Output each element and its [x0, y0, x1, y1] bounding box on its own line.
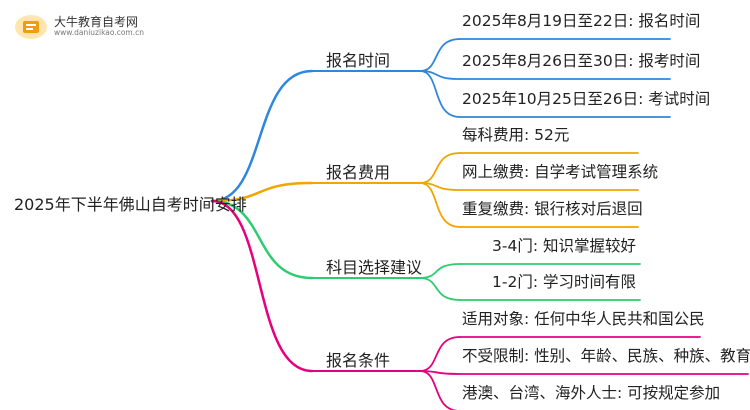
root-to-branch-connector — [210, 69, 314, 203]
branch-to-leaf-connector — [419, 277, 461, 301]
leaf-subjects-1-2: 1-2门: 学习时间有限 — [492, 273, 636, 291]
site-logo[interactable]: 大牛教育自考网 www.daniuzikao.com.cn — [14, 14, 144, 40]
branch-to-leaf-connector — [419, 152, 461, 184]
branch-to-leaf-connector — [419, 70, 461, 118]
root-to-branch-connector — [210, 181, 314, 203]
branch-to-leaf-connector — [419, 263, 461, 279]
root-to-branch-connector — [210, 199, 314, 280]
branch-to-leaf-connector — [419, 336, 461, 372]
branch-to-leaf-connector — [419, 370, 460, 410]
branch-label-registration-fee: 报名费用 — [326, 163, 391, 182]
leaf-registration-period: 2025年8月19日至22日: 报名时间 — [462, 12, 701, 30]
leaf-applicable-persons: 适用对象: 任何中华人民共和国公民 — [462, 310, 705, 328]
logo-icon — [15, 15, 47, 39]
leaf-no-restrictions: 不受限制: 性别、年龄、民族、种族、教育程度 — [462, 347, 750, 365]
branch-label-subject-advice: 科目选择建议 — [326, 258, 423, 277]
leaf-hk-macao-taiwan-overseas: 港澳、台湾、海外人士: 可按规定参加 — [462, 384, 721, 402]
leaf-exam-period: 2025年10月25日至26日: 考试时间 — [462, 90, 711, 108]
leaf-subjects-3-4: 3-4门: 知识掌握较好 — [492, 237, 636, 255]
root-to-branch-connector — [210, 199, 314, 373]
branch-label-registration-time: 报名时间 — [326, 51, 391, 70]
branch-to-leaf-connector — [419, 182, 461, 228]
mindmap-root: 2025年下半年佛山自考时间安排 — [14, 195, 247, 214]
leaf-application-period: 2025年8月26日至30日: 报考时间 — [462, 52, 701, 70]
logo-name: 大牛教育自考网 — [54, 15, 139, 30]
leaf-duplicate-payment: 重复缴费: 银行核对后退回 — [462, 200, 643, 218]
leaf-fee-per-subject: 每科费用: 52元 — [462, 126, 570, 144]
branch-to-leaf-connector — [419, 38, 461, 72]
branch-label-eligibility: 报名条件 — [326, 351, 391, 370]
logo-url: www.daniuzikao.com.cn — [54, 28, 144, 38]
leaf-online-payment: 网上缴费: 自学考试管理系统 — [462, 163, 659, 181]
